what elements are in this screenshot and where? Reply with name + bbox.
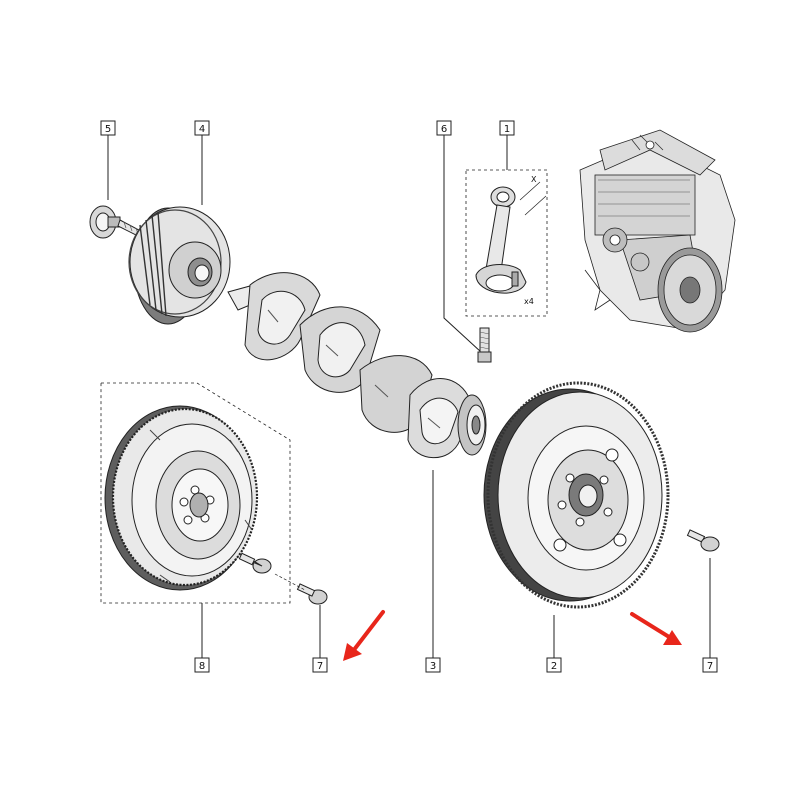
dimension-label: X — [531, 175, 537, 184]
callout-1-label: 1 — [504, 124, 510, 135]
damper-pulley — [128, 206, 231, 325]
callout-2-label: 2 — [551, 661, 557, 672]
callout-6: 6 — [436, 120, 482, 353]
callout-7-left-label: 7 — [317, 661, 323, 672]
engine-illustration — [579, 129, 736, 333]
callout-5-label: 5 — [105, 124, 111, 135]
dual-mass-flywheel — [104, 405, 259, 591]
quantity-label: x4 — [524, 297, 534, 306]
callout-5: 5 — [100, 120, 116, 200]
callout-2: 2 — [546, 615, 562, 673]
pulley-bolt-washer — [89, 205, 151, 242]
callout-7-left: 7 — [312, 605, 328, 673]
crankshaft — [227, 272, 487, 459]
callout-4-label: 4 — [199, 124, 205, 135]
callout-7-right: 7 — [702, 558, 718, 673]
callout-3: 3 — [425, 470, 441, 673]
arrow-right-indicator — [630, 612, 682, 645]
callout-1: 1 — [499, 120, 515, 170]
connecting-rod — [475, 186, 527, 294]
callout-6-label: 6 — [441, 124, 447, 135]
callout-8: 8 — [194, 603, 210, 673]
connecting-rod-group: X x4 — [465, 169, 548, 317]
callout-7-right-label: 7 — [707, 661, 713, 672]
dual-mass-flywheel-group — [100, 382, 328, 605]
flywheel-bolt-right — [686, 529, 720, 552]
rod-bolt — [477, 327, 492, 363]
flywheel — [483, 381, 670, 609]
arrow-left-indicator — [343, 610, 385, 661]
callout-4: 4 — [194, 120, 210, 205]
flywheel-bolt-left-a — [238, 552, 272, 574]
callout-3-label: 3 — [430, 661, 436, 672]
callout-8-label: 8 — [199, 661, 205, 672]
flywheel-bolt-left-b — [296, 583, 328, 605]
